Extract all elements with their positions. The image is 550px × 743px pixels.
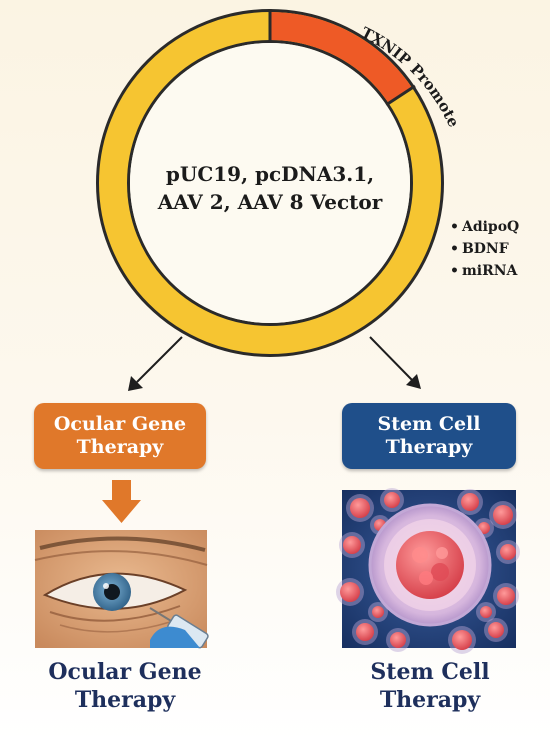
eye-injection-illustration (34, 530, 209, 649)
ocular-therapy-box: Ocular Gene Therapy (34, 403, 206, 469)
stem-caption-line-2: Therapy (379, 687, 481, 713)
stem-cell-therapy-box: Stem Cell Therapy (342, 403, 516, 469)
orange-down-arrow (102, 480, 141, 523)
small-stem-cell (497, 587, 515, 605)
small-stem-cell (340, 582, 360, 602)
ocular-box-line-2: Therapy (76, 436, 164, 458)
vector-label: pUC19, pcDNA3.1, AAV 2, AAV 8 Vector (150, 160, 390, 216)
stem-caption-line-1: Stem Cell (370, 659, 490, 685)
ocular-therapy-caption: Ocular Gene Therapy (30, 658, 220, 714)
arrow-to-stem (369, 336, 421, 389)
small-stem-cell (356, 623, 374, 641)
vector-line-1: pUC19, pcDNA3.1, (165, 162, 375, 186)
vector-line-2: AAV 2, AAV 8 Vector (157, 190, 383, 214)
gene-item: miRNA (450, 260, 540, 282)
small-stem-cell (452, 630, 472, 650)
syringe (149, 607, 209, 649)
small-stem-cell (480, 606, 492, 618)
small-stem-cell (350, 498, 370, 518)
plasmid-ring (96, 9, 444, 357)
small-stem-cell (493, 505, 513, 525)
gene-item: AdipoQ (450, 216, 540, 238)
small-stem-cell (372, 606, 384, 618)
stem-box-line-1: Stem Cell (377, 413, 481, 435)
promoter-segment (269, 12, 413, 104)
small-stem-cell (390, 632, 406, 648)
ocular-caption-line-1: Ocular Gene (48, 659, 202, 685)
ocular-box-line-1: Ocular Gene (53, 413, 187, 435)
gene-item: BDNF (450, 238, 540, 260)
small-stem-cell (461, 493, 479, 511)
stem-cell-therapy-caption: Stem Cell Therapy (335, 658, 525, 714)
small-stem-cell (384, 492, 400, 508)
small-stem-cell (343, 536, 361, 554)
small-stem-cell (488, 622, 504, 638)
arrow-to-ocular (128, 336, 183, 391)
ocular-caption-line-2: Therapy (74, 687, 176, 713)
gene-list: AdipoQ BDNF miRNA (450, 216, 540, 282)
stem-cell-illustration (336, 488, 520, 654)
small-stem-cell (500, 544, 516, 560)
stem-box-line-2: Therapy (385, 436, 473, 458)
